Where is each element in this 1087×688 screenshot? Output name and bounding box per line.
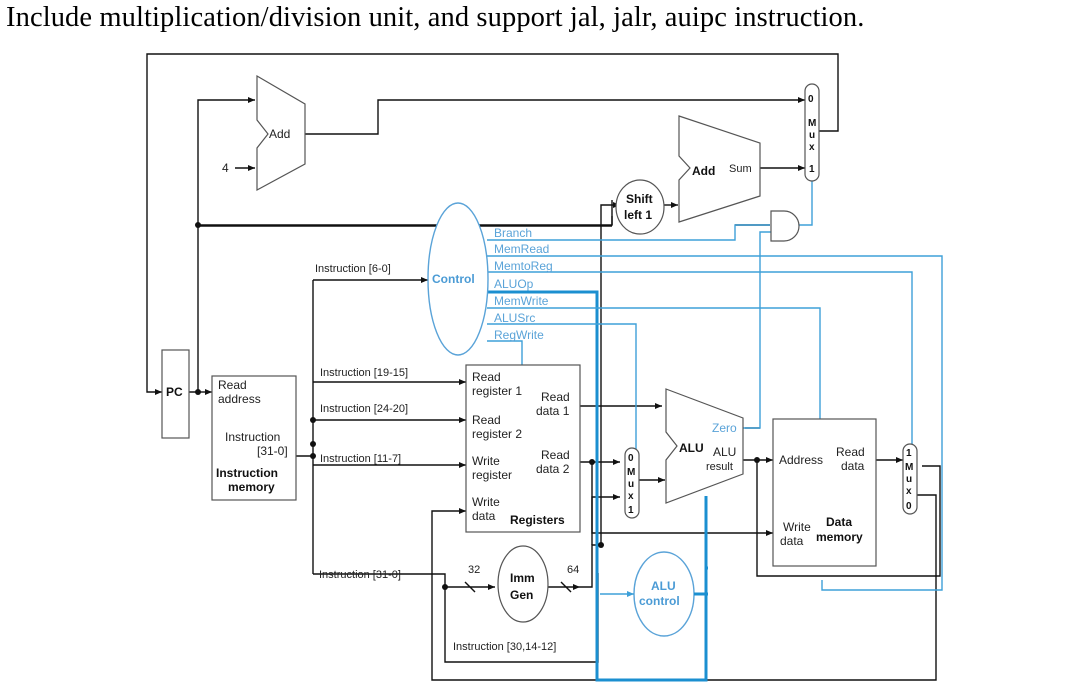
mux-letter: M <box>808 118 816 129</box>
pc-source-mux: 0 M u x 1 <box>804 83 820 182</box>
mux-letter: u <box>628 479 634 490</box>
signal-alusrc: ALUSrc <box>494 311 535 325</box>
zero-label: Zero <box>712 421 737 435</box>
register-file: Read register 1 Read data 1 Read registe… <box>465 364 581 533</box>
signal-regwrite: RegWrite <box>494 328 544 342</box>
branch-adder-label: Add <box>692 164 715 178</box>
im-instruction-label: Instruction <box>225 430 280 444</box>
rf-label: Read <box>472 413 501 427</box>
shift-label-2: left 1 <box>624 208 652 222</box>
control-label: Control <box>432 272 475 286</box>
rf-label: data 1 <box>536 404 570 418</box>
alu-control-label-2: control <box>639 594 680 608</box>
signal-aluop: ALUOp <box>494 277 534 291</box>
control-unit: Control Branch MemRead MemtoReg ALUOp Me… <box>427 202 553 356</box>
mux-input-1: 1 <box>628 505 634 516</box>
alu-result-label: ALU <box>713 445 736 459</box>
rf-label: Read <box>541 448 570 462</box>
rf-label: data <box>472 509 496 523</box>
im-bits-label: [31-0] <box>257 444 288 458</box>
instruction-memory: Read address Instruction [31-0] Instruct… <box>211 375 297 501</box>
control-wires <box>487 180 943 682</box>
instruction-fields: Instruction [6-0] Instruction [19-15] In… <box>315 263 579 653</box>
alu-source-mux: 0 M u x 1 <box>624 447 640 519</box>
rf-name: Registers <box>510 513 565 527</box>
writeback-mux: 1 M u x 0 <box>902 443 918 515</box>
mux-input-0: 0 <box>628 453 634 464</box>
alu: ALU Zero ALU result <box>665 388 744 504</box>
branch-and-gate <box>770 210 800 242</box>
alu-control-label: ALU <box>651 579 676 593</box>
data-memory: Address Read data Write data Data memory <box>772 418 877 567</box>
rf-label: Write <box>472 454 500 468</box>
im-read-label: Read <box>218 378 247 392</box>
rf-label: Read <box>472 370 501 384</box>
mux-letter: u <box>809 130 815 141</box>
dm-name-label: Data <box>826 515 852 529</box>
field-6-0: Instruction [6-0] <box>315 263 391 275</box>
sum-label: Sum <box>729 163 752 175</box>
rf-label: register 1 <box>472 384 522 398</box>
mux-letter: x <box>906 486 912 497</box>
alu-result-label-2: result <box>706 461 733 473</box>
field-11-7: Instruction [11-7] <box>320 453 401 465</box>
dm-name-label-2: memory <box>816 530 863 544</box>
mux-letter: x <box>628 491 634 502</box>
dm-address-label: Address <box>779 453 823 467</box>
mux-letter: M <box>905 462 913 473</box>
dm-read-label-2: data <box>841 459 865 473</box>
mux-input-1: 1 <box>809 164 815 175</box>
field-19-15: Instruction [19-15] <box>320 367 408 379</box>
field-31-0: Instruction [31-0] <box>319 569 401 581</box>
signal-memtoreg: MemtoReg <box>494 259 553 273</box>
field-30-14-12: Instruction [30,14-12] <box>453 641 556 653</box>
imm-label: Imm <box>510 571 535 585</box>
mux-letter: x <box>809 142 815 153</box>
im-name-label-2: memory <box>228 480 275 494</box>
imm-gen: Imm Gen <box>497 545 549 623</box>
pc-label: PC <box>166 385 183 399</box>
signal-memread: MemRead <box>494 242 549 256</box>
imm-label-2: Gen <box>510 588 533 602</box>
shift-label: Shift <box>626 192 653 206</box>
im-name-label: Instruction <box>216 466 278 480</box>
mux-letter: u <box>906 474 912 485</box>
rf-label: Read <box>541 390 570 404</box>
constant-four-label: 4 <box>222 161 229 175</box>
mux-input-0: 0 <box>808 94 814 105</box>
mux-input-1: 1 <box>906 448 912 459</box>
field-24-20: Instruction [24-20] <box>320 403 408 415</box>
mux-letter: M <box>627 467 635 478</box>
rf-label: register 2 <box>472 427 522 441</box>
signal-branch: Branch <box>494 226 532 240</box>
bits-32-label: 32 <box>468 564 480 576</box>
pc-adder: Add 4 <box>222 74 306 192</box>
mux-input-0: 0 <box>906 501 912 512</box>
page-title: Include multiplication/division unit, an… <box>6 2 865 33</box>
shift-left-unit: Shift left 1 <box>615 179 665 235</box>
rf-label: register <box>472 468 512 482</box>
adder-label: Add <box>269 127 290 141</box>
pc-register: PC <box>161 349 190 439</box>
datapath-wires <box>146 53 941 681</box>
signal-memwrite: MemWrite <box>494 294 549 308</box>
junction-dots <box>195 222 760 590</box>
alu-control-unit: ALU control <box>600 551 708 637</box>
dm-write-label: Write <box>783 520 811 534</box>
rf-label: Write <box>472 495 500 509</box>
dm-write-label-2: data <box>780 534 804 548</box>
bits-64-label: 64 <box>567 564 579 576</box>
im-address-label: address <box>218 392 261 406</box>
alu-label: ALU <box>679 441 704 455</box>
dm-read-label: Read <box>836 445 865 459</box>
branch-adder: Add Sum <box>678 115 761 223</box>
rf-label: data 2 <box>536 462 570 476</box>
